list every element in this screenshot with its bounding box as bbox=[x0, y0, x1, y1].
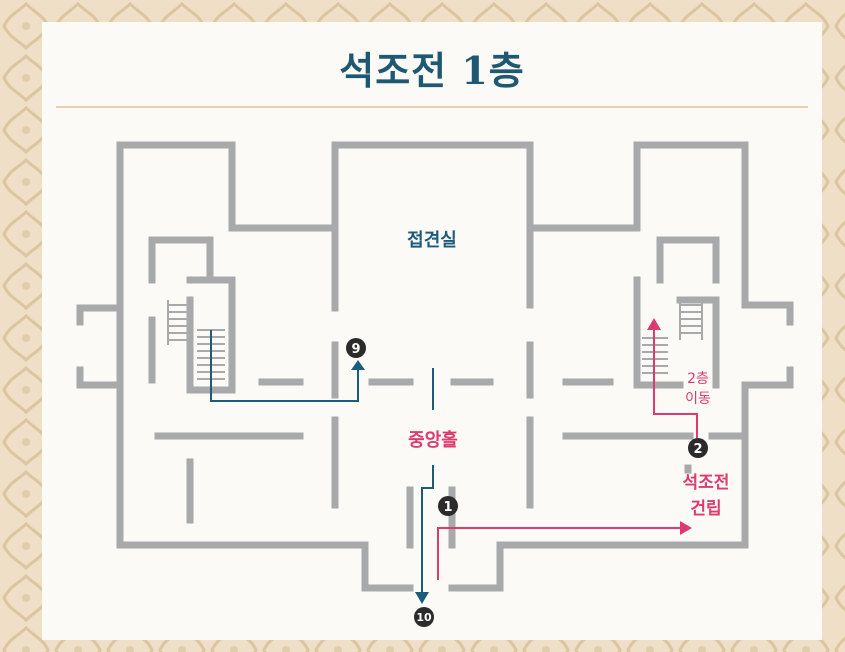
reception-room-label: 접견실 bbox=[407, 230, 457, 251]
marker-9: 9 bbox=[346, 338, 366, 358]
pink-route bbox=[437, 330, 698, 580]
building-history-label-line2: 건립 bbox=[690, 499, 721, 519]
stairs-up-label-line2: 이동 bbox=[685, 391, 711, 407]
central-hall-label: 중앙홀 bbox=[408, 429, 458, 451]
title-divider bbox=[56, 106, 808, 108]
building-history-label-line1: 석조전 bbox=[683, 473, 730, 493]
stairs bbox=[167, 300, 703, 380]
marker-10: 10 bbox=[414, 607, 434, 627]
page-title: 석조전 1층 bbox=[339, 48, 525, 93]
blue-route-arrow-down bbox=[415, 592, 429, 604]
marker-9-label: 9 bbox=[351, 342, 360, 357]
marker-2-label: 2 bbox=[693, 442, 702, 457]
marker-2: 2 bbox=[688, 438, 708, 458]
marker-1: 1 bbox=[438, 496, 458, 516]
walls bbox=[76, 141, 794, 592]
stairs-up-label-line1: 2층 bbox=[687, 371, 709, 387]
marker-1-label: 1 bbox=[443, 500, 452, 515]
blue-route bbox=[210, 330, 434, 592]
marker-10-label: 10 bbox=[416, 611, 432, 624]
pink-route-arrow-up bbox=[647, 318, 661, 330]
blue-route-arrow-up bbox=[351, 360, 365, 370]
map-panel: 석조전 1층 bbox=[42, 22, 822, 640]
pink-route-arrow-right bbox=[680, 521, 692, 535]
